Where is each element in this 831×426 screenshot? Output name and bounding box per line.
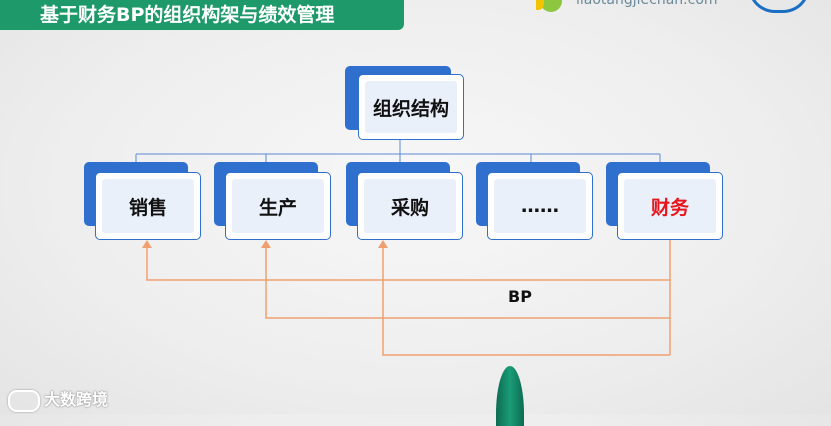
- watermark: 大数跨境: [8, 386, 108, 412]
- brand-logo: liaotangjiechan.com: [536, 0, 831, 14]
- dept-label-production: 生产: [258, 196, 297, 219]
- dept-node-finance: 财务: [617, 172, 723, 240]
- bp-label: BP: [508, 287, 532, 306]
- arrow-head-purchasing: [378, 240, 388, 248]
- slide-title: 基于财务BP的组织构架与绩效管理: [0, 0, 404, 30]
- bp-line-production: [265, 245, 670, 319]
- watermark-text: 大数跨境: [44, 390, 109, 409]
- dept-label-finance: 财务: [650, 196, 689, 219]
- arrow-head-sales: [142, 240, 152, 248]
- logo-leaf-icon: [540, 0, 562, 12]
- dept-node-fill: [232, 179, 324, 233]
- dept-node-fill: [364, 179, 456, 233]
- logo-dot-icon: [536, 0, 544, 10]
- dept-label-purchasing: 采购: [390, 196, 429, 219]
- logo-text: liaotangjiechan.com: [576, 0, 718, 8]
- dept-node-purchasing: 采购: [357, 172, 463, 240]
- bp-line-purchasing: [382, 245, 670, 356]
- dept-node-fill: [624, 179, 716, 233]
- root-node-label: 组织结构: [372, 97, 449, 120]
- dept-node-fill: [494, 179, 586, 233]
- watermark-logo-icon: [8, 389, 40, 412]
- org-tree-lines: [135, 138, 671, 356]
- dept-label-sales: 销售: [128, 196, 167, 219]
- dept-node-sales: 销售: [95, 172, 201, 240]
- arrow-head-production: [261, 240, 271, 248]
- root-node-fill: [365, 81, 457, 133]
- dept-node-production: 生产: [225, 172, 331, 240]
- root-node: 组织结构: [358, 74, 464, 140]
- bp-line-sales: [146, 245, 670, 281]
- dept-node-fill: [102, 179, 194, 233]
- dept-label-ellipsis: ……: [521, 195, 559, 217]
- dept-node-ellipsis: ……: [487, 172, 593, 240]
